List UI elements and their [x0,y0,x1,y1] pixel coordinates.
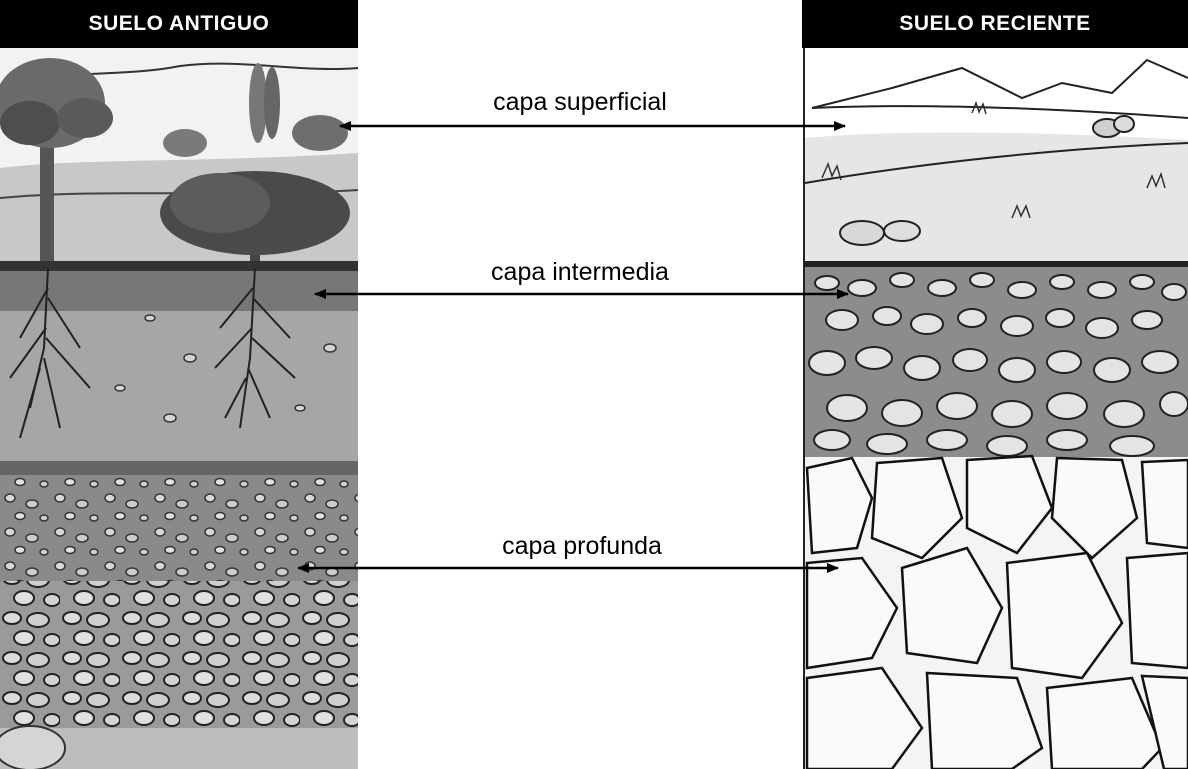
recent-soil-panel: SUELO RECIENTE [802,0,1188,769]
old-soil-panel: SUELO ANTIGUO [0,0,358,769]
old-soil-illustration [0,48,358,769]
old-soil-title: SUELO ANTIGUO [0,0,358,48]
layer-label-intermediate: capa intermedia [491,258,669,287]
layer-label-deep: capa profunda [502,532,662,561]
layer-label-surface: capa superficial [493,88,667,117]
recent-soil-title: SUELO RECIENTE [802,0,1188,48]
recent-soil-illustration [802,48,1188,769]
